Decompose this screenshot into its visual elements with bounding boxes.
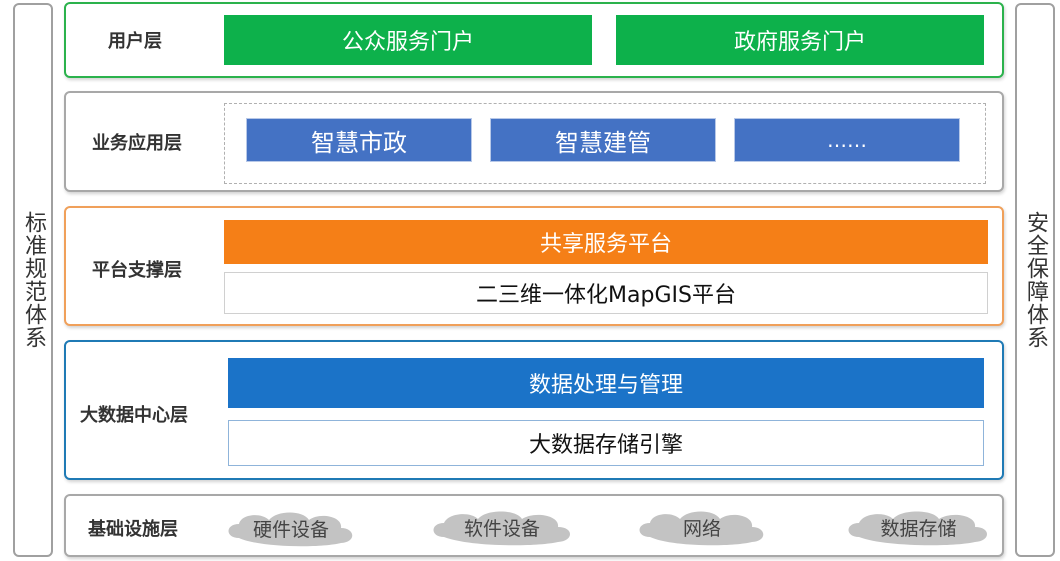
smart-municipal-box: 智慧市政 [246,118,472,162]
data-processing-box: 数据处理与管理 [228,358,984,408]
right-side-label: 安全保障体系 [1023,211,1048,349]
data-storage-cloud: 数据存储 [841,505,996,549]
infra-layer: 基础设施层 硬件设备 软件设备 网络 数据存储 [64,494,1004,557]
data-storage-label: 数据存储 [880,517,957,540]
network-label: 网络 [682,517,721,540]
right-side-column: 安全保障体系 [1015,3,1055,557]
mapgis-platform: 二三维一体化MapGIS平台 [224,272,988,314]
infra-layer-label: 基础设施层 [88,519,178,540]
business-layer-label: 业务应用层 [92,133,182,154]
public-service-portal: 公众服务门户 [224,15,592,65]
storage-engine-box: 大数据存储引擎 [228,420,984,466]
user-layer: 用户层 公众服务门户 政府服务门户 [64,2,1004,78]
left-side-label: 标准规范体系 [21,211,46,349]
government-service-portal: 政府服务门户 [616,15,984,65]
platform-layer-label: 平台支撑层 [92,260,182,281]
user-layer-label: 用户层 [108,31,162,52]
network-cloud: 网络 [632,505,772,549]
bigdata-layer: 大数据中心层 数据处理与管理 大数据存储引擎 [64,340,1004,480]
smart-construction-box: 智慧建管 [490,118,716,162]
software-cloud: 软件设备 [426,505,578,549]
more-apps-box: …… [734,118,960,162]
hardware-label: 硬件设备 [252,518,329,541]
business-layer: 业务应用层 智慧市政 智慧建管 …… [64,91,1004,192]
platform-layer: 平台支撑层 共享服务平台 二三维一体化MapGIS平台 [64,206,1004,326]
hardware-cloud: 硬件设备 [221,506,361,550]
left-side-column: 标准规范体系 [13,3,53,557]
shared-service-platform: 共享服务平台 [224,220,988,264]
software-label: 软件设备 [463,517,540,540]
business-apps-group [224,103,986,184]
bigdata-layer-label: 大数据中心层 [80,405,188,426]
